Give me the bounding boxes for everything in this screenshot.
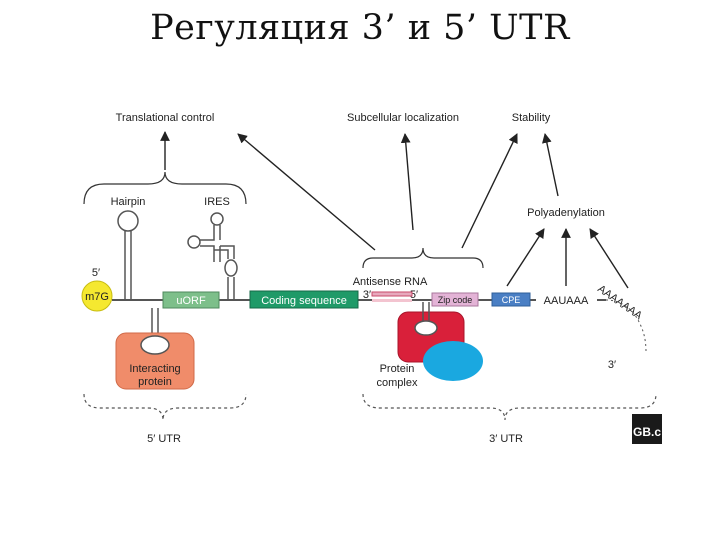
label-antisense-rna: Antisense RNA bbox=[353, 276, 428, 288]
interacting-protein-label-line2: protein bbox=[138, 376, 172, 388]
arrow-polyadenylation-to-stability bbox=[542, 133, 559, 197]
interacting-protein-label-line1: Interacting bbox=[129, 363, 180, 375]
polya-tail-label: AAAAAAA bbox=[595, 283, 644, 323]
zip-code-label: Zip code bbox=[438, 295, 473, 305]
antisense-strand bbox=[371, 291, 413, 297]
ires-loop-left bbox=[187, 235, 201, 249]
complex-binding-loop bbox=[414, 320, 438, 336]
m7g-cap bbox=[81, 280, 113, 312]
arrow-cpe-to-polyadenylation bbox=[506, 228, 545, 287]
arrow-to-translational-control bbox=[237, 133, 376, 251]
ires-stems bbox=[200, 225, 221, 262]
antisense-duplex bbox=[372, 299, 412, 302]
ires-lower-stems bbox=[214, 245, 235, 300]
uorf-label: uORF bbox=[176, 295, 206, 307]
ires-bulge bbox=[224, 259, 238, 277]
protein-complex-label-line2: complex bbox=[377, 377, 418, 389]
slide-title: Регуляция 3’ и 5’ UTR bbox=[150, 8, 570, 48]
uorf-box bbox=[162, 291, 220, 309]
hairpin-loop bbox=[117, 210, 139, 232]
arrow-polya-to-polyadenylation bbox=[589, 228, 629, 289]
arrow-to-subcellular-localization bbox=[400, 133, 414, 231]
cpe-label: CPE bbox=[502, 295, 521, 305]
label-5prime: 5′ bbox=[92, 267, 100, 279]
interacting-protein bbox=[115, 332, 195, 390]
ires-loop-top bbox=[210, 212, 224, 226]
antisense-3prime: 3′ bbox=[363, 289, 371, 301]
polya-tail-curve bbox=[605, 299, 647, 353]
arrow-to-stability bbox=[461, 133, 518, 249]
protein-complex-blue bbox=[423, 341, 483, 381]
m7g-cap-label: m7G bbox=[85, 291, 109, 303]
label-hairpin: Hairpin bbox=[111, 196, 146, 208]
brace-5utr-elements bbox=[83, 171, 247, 205]
zip-code-box bbox=[431, 292, 479, 307]
publisher-logo bbox=[632, 414, 662, 444]
label-3prime-end: 3′ bbox=[608, 359, 616, 371]
protein-complex-label-line1: Protein bbox=[380, 363, 415, 375]
brace-3utr-region bbox=[362, 393, 657, 421]
label-3utr: 3′ UTR bbox=[489, 433, 523, 445]
label-translational-control: Translational control bbox=[116, 112, 215, 124]
antisense-5prime: 5′ bbox=[410, 289, 418, 301]
coding-sequence-box bbox=[249, 290, 359, 309]
cpe-box bbox=[491, 292, 531, 307]
brace-5utr-region bbox=[83, 393, 247, 421]
aauaaa-label: AAUAAA bbox=[544, 295, 589, 307]
label-ires: IRES bbox=[204, 196, 230, 208]
brace-3utr-elements bbox=[362, 247, 484, 269]
coding-sequence-label: Coding sequence bbox=[261, 295, 347, 307]
publisher-logo-text: GB.c bbox=[633, 425, 661, 439]
label-stability: Stability bbox=[512, 112, 551, 124]
interacting-protein-binding-loop bbox=[140, 335, 170, 355]
label-polyadenylation: Polyadenylation bbox=[527, 207, 605, 219]
label-subcellular-localization: Subcellular localization bbox=[347, 112, 459, 124]
label-5utr: 5′ UTR bbox=[147, 433, 181, 445]
